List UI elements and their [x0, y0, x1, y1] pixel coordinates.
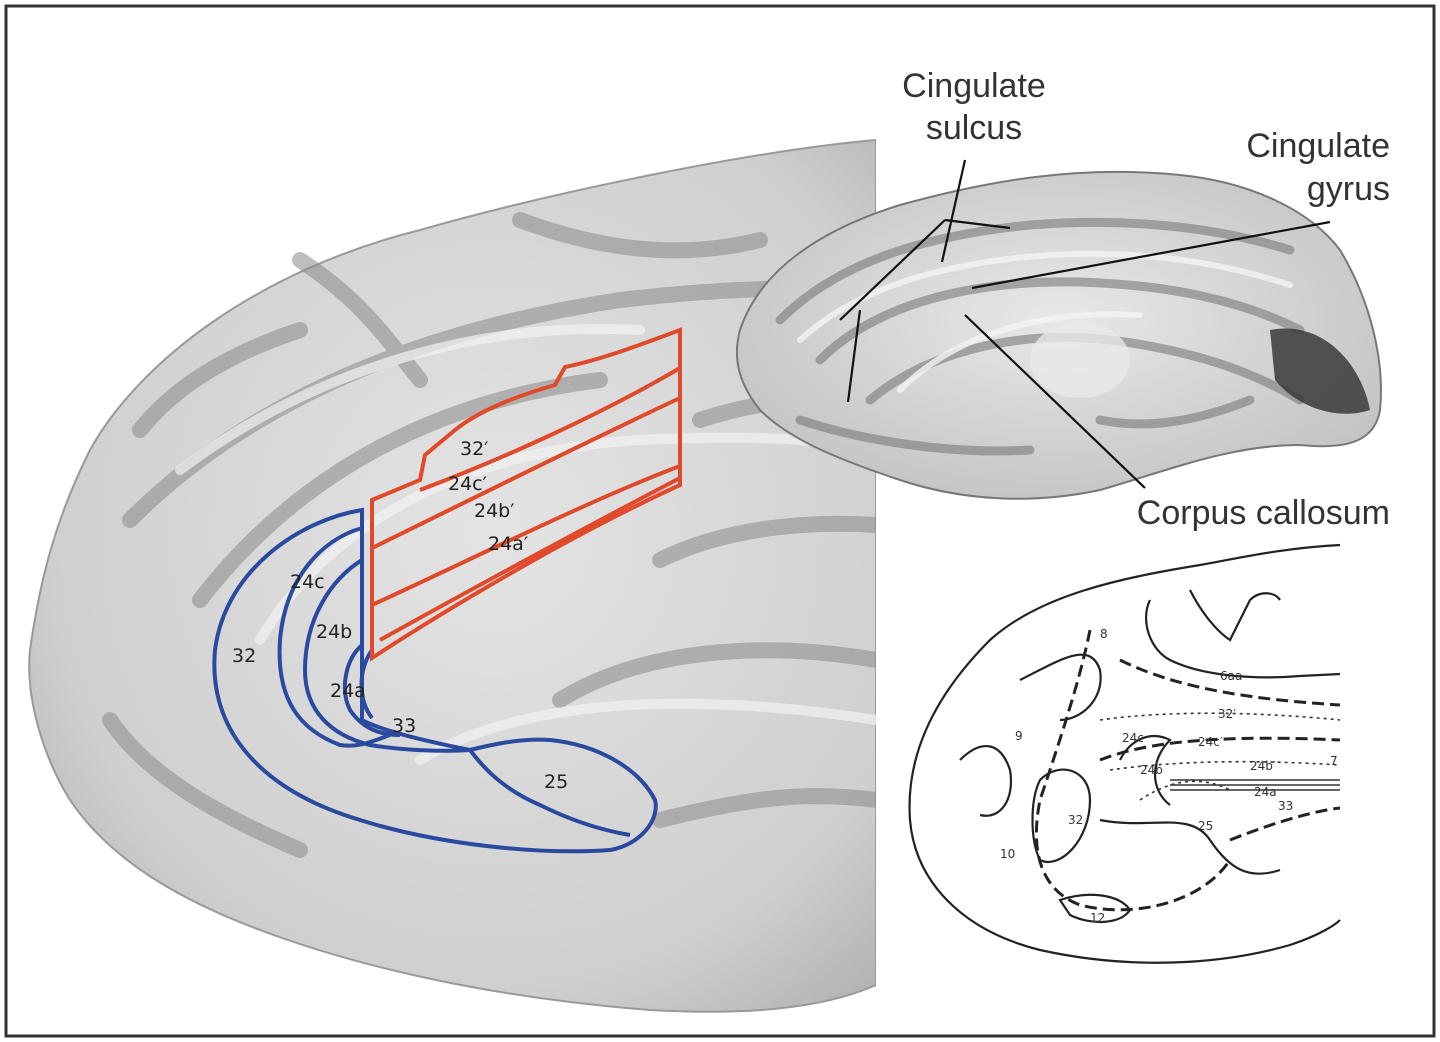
leader-lines — [839, 159, 1331, 489]
schematic-label-32: 32 — [1068, 813, 1083, 827]
label-24cprime: 24c′ — [448, 473, 487, 495]
corpus-callosum-label: Corpus callosum — [1137, 494, 1390, 532]
cingulate-sulcus-label-line2: sulcus — [926, 109, 1022, 147]
schematic-label-25: 25 — [1198, 819, 1213, 833]
blue-labels: 32 24c 24b 24a 33 25 — [232, 571, 568, 793]
schematic-dashed-borders — [1034, 629, 1341, 912]
cingulate-gyrus-label-line2: gyrus — [1307, 170, 1390, 208]
label-32prime: 32′ — [460, 438, 489, 460]
schematic-label-6aa: 6aa — [1220, 669, 1242, 683]
schematic-label-24b: 24b — [1140, 763, 1163, 777]
schematic-label-33: 33 — [1278, 799, 1293, 813]
area-33-outline — [359, 648, 374, 720]
schematic-outlines — [908, 543, 1341, 964]
schematic-hatching — [1170, 779, 1340, 791]
schematic-label-12: 12 — [1090, 911, 1105, 925]
red-area-outlines — [370, 327, 682, 662]
label-33: 33 — [392, 715, 416, 737]
label-32: 32 — [232, 645, 256, 667]
red-labels: 32′ 24c′ 24b′ 24a′ — [448, 438, 528, 555]
label-24c: 24c — [290, 571, 325, 593]
schematic-label-24a: 24a — [1254, 785, 1277, 799]
schematic-label-24bprime: 24b′ — [1250, 759, 1276, 773]
blue-area-outlines — [212, 507, 658, 854]
schematic-label-8: 8 — [1100, 627, 1108, 641]
schematic-label-9: 9 — [1015, 729, 1023, 743]
schematic-dotted-borders — [1099, 712, 1341, 801]
area-32prime-outline — [370, 327, 682, 662]
label-24a: 24a — [330, 680, 366, 702]
area-24bprime-outline — [371, 396, 681, 550]
cingulate-sulcus-label-line1: Cingulate — [902, 67, 1046, 105]
area-32-outline — [212, 507, 658, 854]
label-24b: 24b — [316, 621, 352, 643]
area-24aprime-outline — [371, 464, 681, 607]
cingulate-gyrus-label-line1: Cingulate — [1246, 127, 1390, 165]
area-24c-outline — [277, 526, 391, 748]
area-24cprime-outline — [419, 366, 682, 492]
schematic-label-24cprime: 24c′ — [1198, 735, 1223, 749]
schematic-label-24c: 24c — [1122, 731, 1144, 745]
area-24b-outline — [302, 558, 471, 753]
schematic-label-32prime: 32′ — [1218, 707, 1236, 721]
area-25-outline — [468, 748, 631, 837]
lateral-labels: Cingulate sulcus Cingulate gyrus Corpus … — [902, 67, 1390, 532]
medial-brain: 32 24c 24b 24a 33 25 32′ 24c′ 24b′ 24a′ — [28, 138, 884, 1013]
schematic: 6aa 32′ 24c 24c′ 24b′ 24b 24a 33 25 9 32… — [908, 543, 1341, 964]
area-24a-outline — [342, 643, 401, 737]
schematic-label-7: 7 — [1330, 754, 1338, 768]
schematic-labels: 6aa 32′ 24c 24c′ 24b′ 24b 24a 33 25 9 32… — [1000, 627, 1338, 925]
schematic-label-10: 10 — [1000, 847, 1015, 861]
label-24aprime: 24a′ — [488, 533, 528, 555]
label-25: 25 — [544, 771, 568, 793]
label-24bprime: 24b′ — [474, 500, 515, 522]
lateral-brain: Cingulate sulcus Cingulate gyrus Corpus … — [736, 67, 1390, 532]
